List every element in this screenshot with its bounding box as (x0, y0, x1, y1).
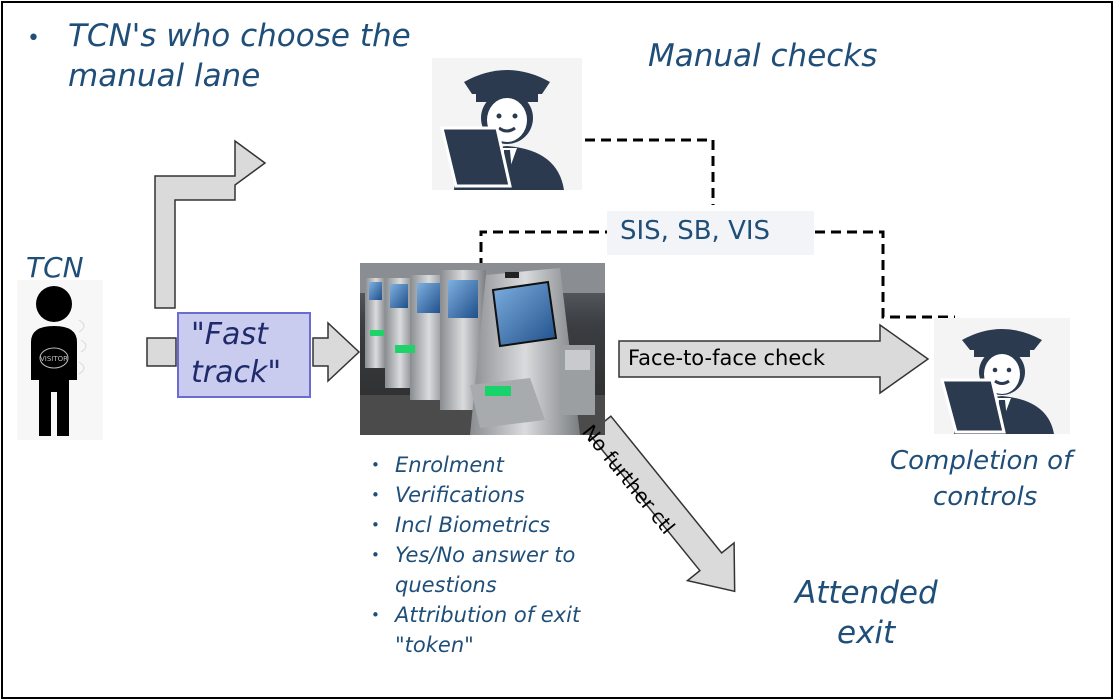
manual-lane-arrow (154, 139, 267, 309)
kiosk-steps-list: Enrolment Verifications Incl Biometrics … (367, 450, 667, 660)
fast-track-label-line-1: "Fast (191, 317, 268, 352)
kiosk-step: Yes/No answer to questions (367, 540, 655, 600)
title-bullet: • (27, 26, 40, 51)
tcn-label: TCN (26, 251, 84, 284)
manual-checks-label: Manual checks (648, 38, 878, 74)
completion-label-line-1: Completion of (890, 446, 1073, 476)
completion-connector (815, 230, 955, 319)
attended-exit-line-2: exit (837, 615, 896, 651)
traveller-icon: VISITOR (17, 280, 103, 440)
databases-badge: SIS, SB, VIS (607, 211, 814, 255)
kiosk-step: Attribution of exit "token" (367, 600, 655, 660)
manual-officer-icon (432, 58, 582, 190)
kiosk-step: Incl Biometrics (367, 510, 667, 540)
face-to-face-arrow (618, 323, 930, 395)
title-line-2: manual lane (68, 58, 261, 94)
databases-label: SIS, SB, VIS (620, 216, 771, 246)
kiosk-step: Verifications (367, 480, 667, 510)
completion-officer-icon (934, 318, 1070, 434)
fast-track-to-kiosk-arrow (312, 321, 361, 383)
kiosk-step: Enrolment (367, 450, 667, 480)
fast-track-label-line-2: track" (191, 355, 282, 390)
attended-exit-line-1: Attended (795, 575, 938, 611)
face-to-face-label: Face-to-face check (628, 346, 825, 370)
title-line-1: TCN's who choose the (68, 18, 411, 54)
completion-label-line-2: controls (933, 482, 1038, 512)
manual-checks-connector (585, 138, 715, 205)
entry-arrow (146, 337, 177, 367)
traveller-badge: VISITOR (40, 355, 68, 363)
fast-track-box: "Fast track" (177, 312, 311, 398)
kiosk-connector (479, 230, 607, 268)
kiosk-photo (360, 263, 605, 435)
